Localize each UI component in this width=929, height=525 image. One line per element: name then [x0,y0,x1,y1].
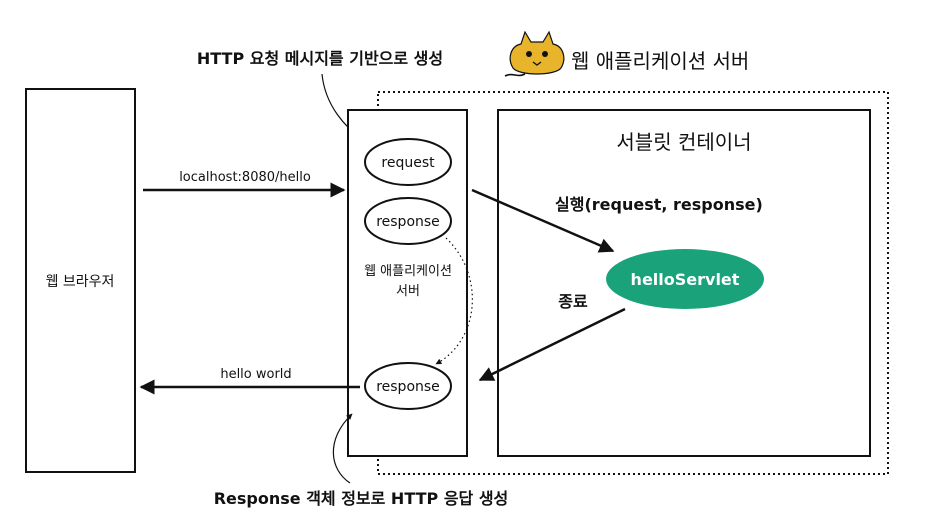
request-node-label: request [381,155,435,171]
was-boundary [377,91,889,475]
tomcat-logo-icon [504,30,565,77]
response-node [364,197,452,245]
browser-label: 웹 브라우저 [46,274,115,290]
inner-server-label-line2: 서버 [396,284,420,299]
hello-servlet-label: helloServlet [631,270,740,289]
response-body-label: hello world [220,367,291,382]
response-link-dotted [435,237,473,365]
response-out-node [364,362,452,410]
servlet-container-title: 서블릿 컨테이너 [616,130,751,154]
top-annotation: HTTP 요청 메시지를 기반으로 생성 [197,49,443,68]
server-title: 웹 애플리케이션 서버 [571,49,749,73]
inner-server-label-line1: 웹 애플리케이션 [364,264,452,279]
execute-label: 실행(request, response) [555,195,763,214]
request-node [364,138,452,186]
response-out-node-label: response [376,379,440,395]
execute-arrow [471,188,615,253]
end-label: 종료 [558,292,588,311]
bottom-annotation-pointer [332,413,353,484]
request-url-label: localhost:8080/hello [179,170,311,185]
bottom-annotation: Response 객체 정보로 HTTP 응답 생성 [214,489,509,508]
response-node-label: response [376,214,440,230]
browser-box [25,88,136,473]
end-arrow [478,307,626,382]
hello-servlet-node [606,249,764,309]
